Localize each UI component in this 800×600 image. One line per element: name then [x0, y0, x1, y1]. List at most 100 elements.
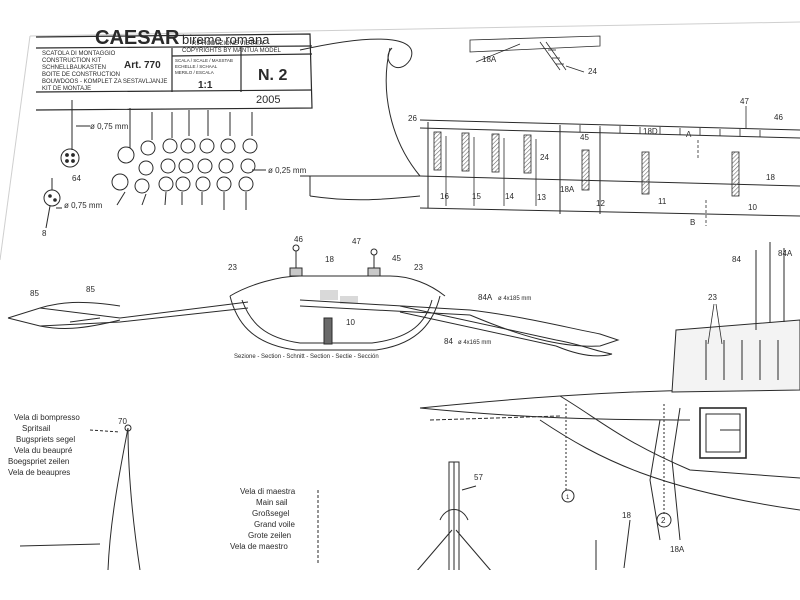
part-85-left-label: 85 — [30, 289, 39, 298]
main-sail-names: Vela di maestra Main sail Großsegel Gran… — [230, 487, 296, 551]
model-name: CAESAR — [95, 27, 180, 49]
oars — [7, 299, 620, 357]
part-26-label: 26 — [408, 114, 417, 123]
part-18-side-label: 18 — [766, 173, 775, 182]
part-46-top-label: 46 — [774, 113, 783, 122]
bowsprit-line-6: Vela de beaupres — [8, 468, 70, 477]
part-15-label: 15 — [472, 192, 481, 201]
kit-line-6: KIT DE MONTAJE — [42, 86, 91, 92]
part-11-label: 11 — [658, 197, 667, 206]
part-47-label: 47 — [352, 237, 361, 246]
ring-detail-group — [111, 108, 266, 210]
part-47-top-label: 47 — [740, 97, 749, 106]
sheet-left-edge — [0, 35, 31, 261]
bowsprit-line-3: Bugspriets segel — [16, 435, 75, 444]
part-18a-top-label: 18A — [482, 55, 497, 64]
stair-detail — [469, 35, 601, 73]
part-18a-bottom-label: 18A — [670, 545, 685, 554]
part-8-label: 8 — [42, 229, 47, 238]
part-46-label: 46 — [294, 235, 303, 244]
dim-075-bottom: ø 0,75 mm — [64, 201, 103, 210]
dim-075-top: ø 0,75 mm — [90, 122, 129, 131]
part-84a-far-label: 84A — [778, 249, 793, 258]
part-23-far-label: 23 — [708, 293, 717, 302]
bowsprit-line-5: Boegspriet zeilen — [8, 457, 69, 466]
part-84-label: 84 — [444, 337, 453, 346]
hull-side-profile — [299, 38, 800, 217]
dim-025: ø 0,25 mm — [268, 166, 307, 175]
main-sail-line-6: Vela de maestro — [230, 542, 288, 551]
part-10-section-label: 10 — [346, 318, 355, 327]
reference-circle-2 — [656, 512, 672, 528]
scale-line-3: MERILO / ESCALA — [175, 70, 214, 75]
main-sail-line-5: Grote zeilen — [248, 531, 291, 540]
bowsprit-line-4: Vela du beaupré — [14, 446, 73, 455]
hull-cross-section — [229, 244, 446, 351]
bottom-margin — [0, 570, 800, 600]
kit-line-3: SCHNELLBAUKASTEN — [42, 65, 106, 71]
sheet-number: N. 2 — [258, 67, 287, 84]
model-subtitle: bireme romana — [182, 32, 270, 47]
part-45-label: 45 — [392, 254, 401, 263]
part-10-top-label: 10 — [748, 203, 757, 212]
section-caption: Sezione - Section - Schnitt - Section - … — [234, 354, 379, 360]
part-18d-label: 18D — [643, 127, 658, 136]
part-18-bottom-label: 18 — [622, 511, 631, 520]
part-84a-dim: ø 4x185 mm — [498, 296, 531, 302]
part-13-label: 13 — [537, 193, 546, 202]
part-23-left-label: 23 — [228, 263, 237, 272]
part-23-right-label: 23 — [414, 263, 423, 272]
paper-edge — [0, 0, 800, 120]
sheet-year: 2005 — [256, 94, 280, 106]
bowsprit-sail-drawing — [19, 424, 141, 571]
title-block — [35, 33, 313, 111]
bowsprit-line-2: Spritsail — [22, 424, 51, 433]
part-84-far-label: 84 — [732, 255, 741, 264]
reference-circle-2-label: 2 — [661, 516, 666, 525]
kit-line-1: SCATOLA DI MONTAGGIO — [42, 51, 116, 57]
scale-value: 1:1 — [198, 80, 213, 91]
scale-line-2: ECHELLE / SCHAAL — [175, 64, 218, 69]
bowsprit-line-1: Vela di bompresso — [14, 413, 80, 422]
part-23-leaders — [707, 303, 723, 345]
block-detail — [43, 100, 90, 229]
reference-circle-1 — [561, 489, 575, 503]
scale-line-1: SCALA / SCALE / MASSTAB — [175, 58, 233, 63]
part-57-label: 57 — [474, 473, 483, 482]
kit-line-2: CONSTRUCTION KIT — [42, 58, 102, 64]
part-16-label: 16 — [440, 192, 449, 201]
copyright-line-1: RIPRODUZIONE VIETATA — [192, 41, 263, 47]
sheet-top-edge — [29, 21, 800, 37]
main-sail-line-2: Main sail — [256, 498, 288, 507]
reference-circle-1-label: 1 — [566, 495, 570, 501]
hull-hatched-frames — [433, 131, 740, 206]
kit-line-4: BOITE DE CONSTRUCTION — [42, 72, 120, 78]
part-18-label: 18 — [325, 255, 334, 264]
bowsprit-sail-names: Vela di bompresso Spritsail Bugspriets s… — [8, 413, 80, 477]
main-sail-line-4: Grand voile — [254, 520, 295, 529]
part-24-mid-label: 24 — [540, 153, 549, 162]
main-sail-line-1: Vela di maestra — [240, 487, 296, 496]
deck-plan-stern — [419, 242, 800, 541]
main-mast-drawing — [317, 461, 631, 573]
part-12-label: 12 — [596, 199, 605, 208]
part-24-top-label: 24 — [588, 67, 597, 76]
deck-rail-posts — [579, 106, 761, 226]
part-70-label: 70 — [118, 417, 127, 426]
article-number: Art. 770 — [124, 60, 161, 71]
section-a-mark: A — [686, 130, 692, 139]
part-84-dim: ø 4x165 mm — [458, 340, 491, 346]
part-85-right-label: 85 — [86, 285, 95, 294]
construction-kit-lines: SCATOLA DI MONTAGGIO CONSTRUCTION KIT SC… — [42, 51, 167, 92]
part-64-label: 64 — [72, 174, 81, 183]
copyright-line-2: COPYRIGHTS BY MANTUA MODEL — [182, 48, 282, 54]
main-sail-line-3: Großsegel — [252, 509, 290, 518]
part-14-label: 14 — [505, 192, 514, 201]
part-84a-label: 84A — [478, 293, 493, 302]
part-18a-mid-label: 18A — [560, 185, 575, 194]
section-b-mark: B — [690, 218, 695, 227]
kit-line-5: BOUWDOOS - KOMPLET ZA SESTAVLJANJE — [42, 79, 167, 85]
part-45-top-label: 45 — [580, 133, 589, 142]
